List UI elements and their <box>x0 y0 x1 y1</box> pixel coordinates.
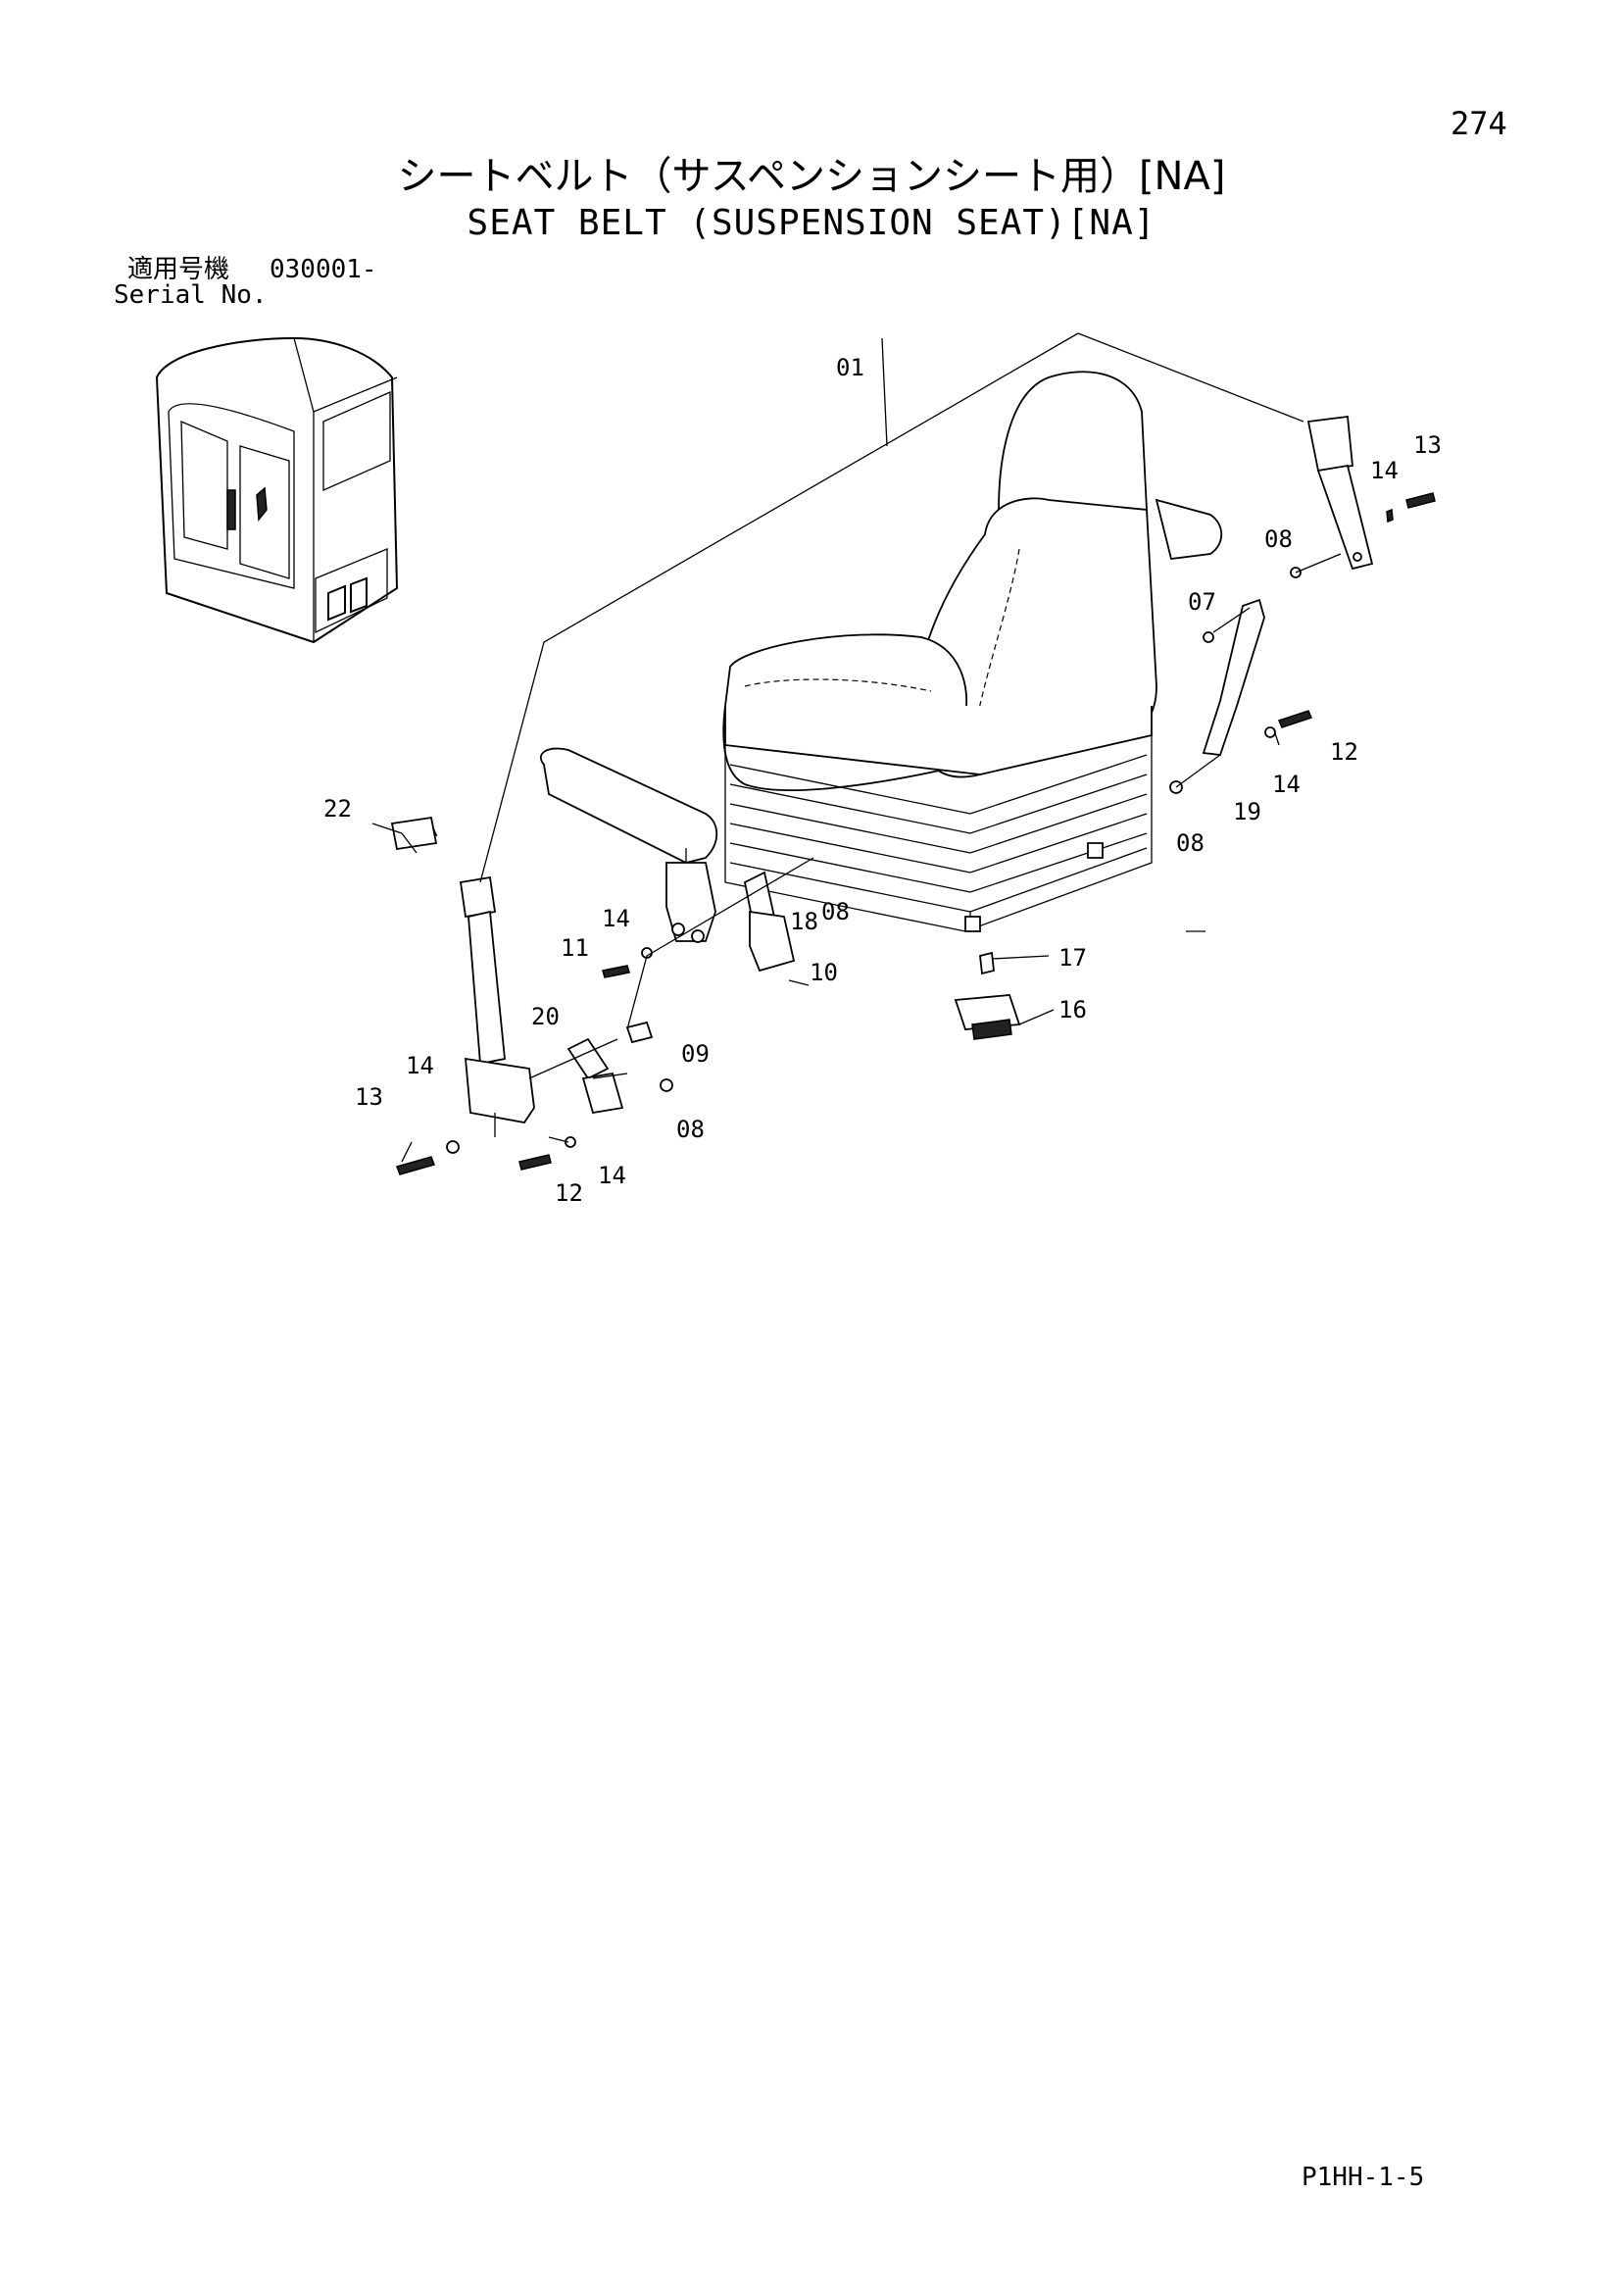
callout-18: 18 <box>790 908 818 935</box>
callout-14: 14 <box>406 1052 434 1079</box>
callout-07: 07 <box>1188 588 1216 616</box>
callout-12: 12 <box>1330 738 1358 766</box>
callout-09: 09 <box>681 1040 710 1068</box>
callout-22: 22 <box>323 795 352 823</box>
leader-lines <box>371 332 1342 1163</box>
suspension-seat <box>722 371 1223 932</box>
armrest <box>539 747 796 973</box>
callout-08: 08 <box>1264 525 1293 553</box>
callout-17: 17 <box>1058 944 1087 972</box>
callout-20: 20 <box>531 1003 560 1030</box>
callout-01: 01 <box>836 354 864 381</box>
serial-label-japanese: 適用号機 <box>127 255 230 284</box>
drawing-code: P1HH-1-5 <box>1302 2163 1425 2192</box>
belt-buckle-right <box>1169 415 1436 794</box>
callout-13: 13 <box>355 1083 383 1111</box>
callout-08: 08 <box>1176 829 1205 857</box>
callout-14: 14 <box>1370 457 1399 484</box>
callout-16: 16 <box>1058 996 1087 1023</box>
callout-08: 08 <box>821 898 850 925</box>
page-title-japanese: シートベルト（サスペンションシート用）[NA] <box>397 154 1226 199</box>
callout-10: 10 <box>810 959 838 986</box>
callout-13: 13 <box>1413 431 1442 459</box>
callout-14: 14 <box>602 905 630 932</box>
callout-14: 14 <box>1272 771 1301 798</box>
serial-label-english: Serial No. <box>114 280 268 310</box>
callout-12: 12 <box>555 1179 583 1207</box>
callout-14: 14 <box>598 1162 626 1189</box>
callout-11: 11 <box>561 934 589 962</box>
bracket-parts <box>954 951 1021 1040</box>
serial-number-range: 030001- <box>270 255 377 284</box>
page-number: 274 <box>1451 105 1507 142</box>
page-title-english: SEAT BELT (SUSPENSION SEAT)[NA] <box>467 203 1156 243</box>
belt-retractor-left <box>390 816 673 1175</box>
callout-labels: 01 07 08 08 08 08 09 10 11 12 12 13 13 1… <box>323 354 1442 1207</box>
callout-19: 19 <box>1233 798 1261 825</box>
callout-08: 08 <box>676 1116 705 1143</box>
cab-thumbnail <box>155 336 399 644</box>
